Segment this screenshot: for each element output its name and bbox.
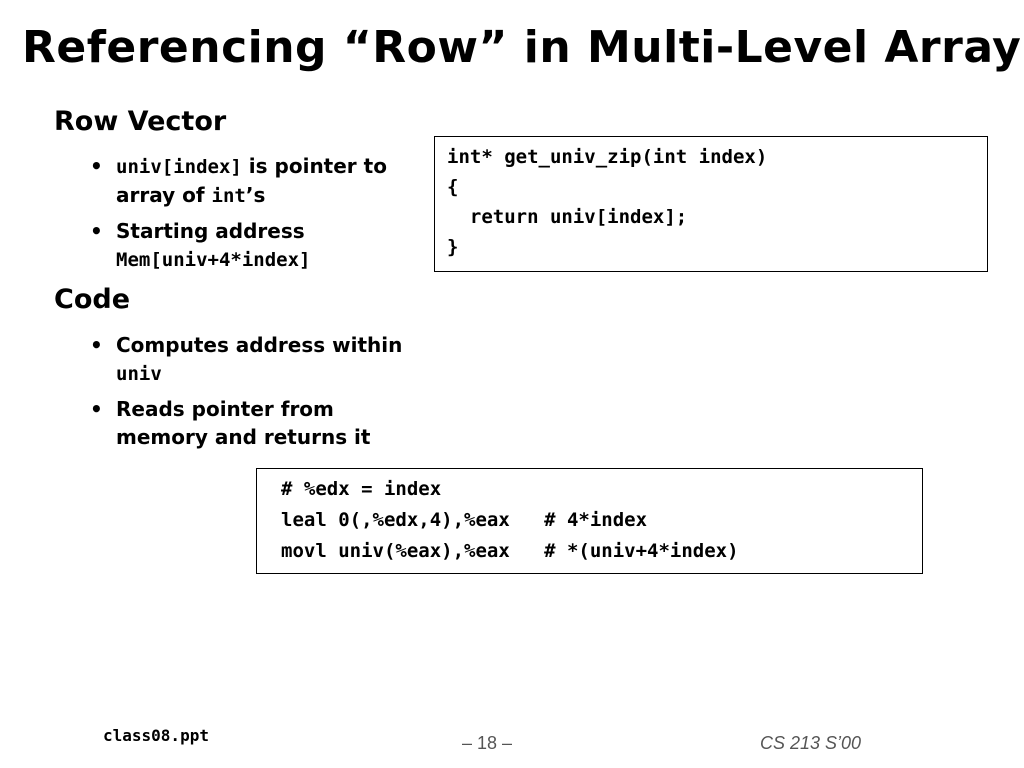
bullet-text: Starting address bbox=[116, 219, 305, 243]
code-mem-address: Mem[univ+4*index] bbox=[116, 249, 311, 271]
bullet-dot: • bbox=[90, 219, 103, 243]
bullet-univ-index: • univ[index] is pointer to array of int… bbox=[90, 152, 430, 210]
code-line: int* get_univ_zip(int index) bbox=[447, 146, 768, 168]
code-univ-index: univ[index] bbox=[116, 156, 242, 178]
code-line: leal 0(,%edx,4),%eax # 4*index bbox=[281, 509, 648, 531]
bullet-text: is pointer to array of bbox=[116, 154, 387, 207]
bullet-text: Computes address within bbox=[116, 333, 403, 357]
code-line: { bbox=[447, 176, 459, 198]
footer-filename: class08.ppt bbox=[103, 726, 209, 745]
c-code-box: int* get_univ_zip(int index) { return un… bbox=[434, 136, 988, 272]
bullet-dot: • bbox=[90, 397, 103, 421]
footer-page-number: – 18 – bbox=[462, 733, 513, 753]
section-heading-code: Code bbox=[54, 284, 131, 315]
bullet-text: Reads pointer from memory and returns it bbox=[116, 397, 371, 449]
asm-code-box: # %edx = index leal 0(,%edx,4),%eax # 4*… bbox=[256, 468, 923, 574]
code-line: return univ[index]; bbox=[447, 206, 688, 228]
bullet-dot: • bbox=[90, 154, 103, 178]
code-line: movl univ(%eax),%eax # *(univ+4*index) bbox=[281, 540, 739, 562]
code-int: int bbox=[211, 185, 246, 207]
bullet-text: ’s bbox=[245, 183, 266, 207]
bullet-reads-pointer: • Reads pointer from memory and returns … bbox=[90, 395, 410, 451]
code-line: } bbox=[447, 236, 459, 258]
bullet-dot: • bbox=[90, 333, 103, 357]
footer-course: CS 213 S’00 bbox=[760, 733, 862, 753]
bullet-computes-address: • Computes address within univ bbox=[90, 331, 430, 388]
code-univ: univ bbox=[116, 363, 162, 385]
slide-title: Referencing “Row” in Multi-Level Array bbox=[22, 22, 1022, 73]
code-line: # %edx = index bbox=[281, 478, 442, 500]
section-heading-row-vector: Row Vector bbox=[54, 106, 227, 137]
